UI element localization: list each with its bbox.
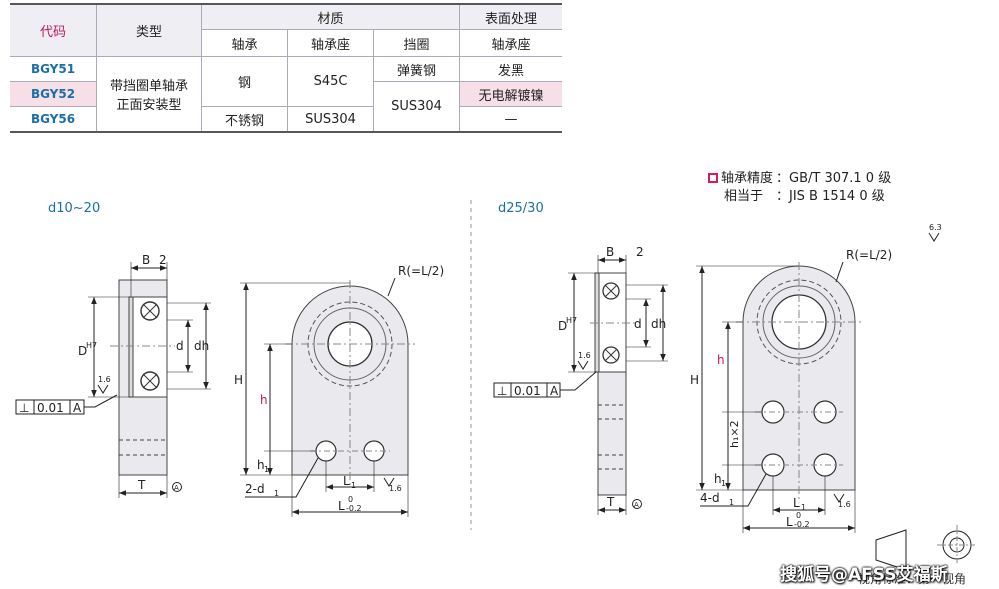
header-material: 材质 (201, 3, 460, 30)
right-dim-H: H (690, 373, 699, 387)
header-seat: 轴承座 (287, 29, 374, 57)
left-dim-H: H (234, 373, 243, 387)
right-dim-B: B (606, 245, 614, 259)
left-dim-L1: L (343, 474, 350, 488)
left-perp-datum: A (73, 401, 82, 415)
right-dim-L1: L (793, 496, 800, 510)
right-dim-h: h (717, 353, 725, 367)
right-dim-dh: dh (651, 317, 666, 331)
code-bgy52: BGY52 (10, 81, 97, 107)
right-datum-A: A (634, 501, 639, 509)
left-dim-h1: h (257, 458, 265, 472)
right-dim-2: 2 (636, 245, 644, 259)
right-dim-R: R(=L/2) (846, 248, 892, 262)
right-perp-datum: A (550, 384, 559, 398)
left-front-view (285, 280, 415, 485)
bearing-accuracy-note: 轴承精度：GB/T 307.1 0 级 相当于 ：JIS B 1514 0 级 (708, 170, 891, 206)
left-dim-d: d (176, 339, 184, 353)
left-dim-D: D (78, 344, 87, 358)
header-code: 代码 (10, 3, 97, 57)
right-dim-h1x2: h₁×2 (728, 420, 741, 448)
left-dim-L: L (338, 499, 345, 513)
right-dim-L-sup: 0 (796, 511, 801, 520)
right-dim-T: T (606, 495, 615, 509)
left-dim-h1-sub: 1 (264, 465, 269, 474)
bearing-steel: 钢 (201, 56, 288, 107)
left-dim-2: 2 (159, 253, 167, 267)
right-side-view (590, 272, 635, 496)
right-rough-16: 1.6 (578, 351, 591, 360)
right-dim-H7: H7 (566, 316, 577, 325)
spec-table: 代码 类型 材质 表面处理 轴承 轴承座 挡圈 轴承座 BGY51 带挡圈单轴承… (10, 3, 562, 133)
left-dim-L-sub: -0.2 (346, 504, 362, 513)
bearing-stainless: 不锈钢 (201, 106, 288, 133)
left-rough-16: 1.6 (98, 375, 111, 384)
accuracy-label: 轴承精度 (721, 171, 774, 186)
left-side-view (110, 279, 175, 476)
right-dim-h1-sub: 1 (721, 479, 726, 488)
seat-sus304: SUS304 (287, 106, 374, 133)
left-datum-A: A (174, 484, 179, 492)
left-dim-H7: H7 (86, 341, 97, 350)
header-surface: 表面处理 (459, 3, 562, 30)
header-type: 类型 (96, 3, 202, 57)
ring-spring: 弹簧钢 (373, 56, 460, 82)
equivalent-label: 相当于 (724, 189, 764, 204)
left-dim-B: B (142, 253, 150, 267)
header-surface-seat: 轴承座 (459, 29, 562, 57)
code-bgy56: BGY56 (10, 106, 97, 133)
type-line1: 带挡圈单轴承 (109, 79, 188, 94)
right-dim-D: D (558, 319, 567, 333)
right-dim-L-sub: -0.2 (794, 520, 810, 529)
projection-symbol (875, 525, 977, 571)
code-bgy51: BGY51 (10, 56, 97, 82)
left-dim-h: h (260, 393, 268, 407)
right-front-view (736, 262, 862, 500)
right-front-rough: 1.6 (838, 500, 851, 509)
top-rough: 6.3 (929, 223, 942, 232)
left-dim-dh: dh (194, 339, 209, 353)
left-dim-L1-sub: 1 (351, 481, 356, 490)
equivalent-value: ：JIS B 1514 0 级 (776, 189, 885, 204)
right-perp-symbol: ⊥ (497, 384, 507, 398)
right-perp-tol: 0.01 (514, 384, 541, 398)
left-holes-label: 2-d (245, 482, 265, 496)
left-perp-tol: 0.01 (37, 401, 64, 415)
pink-square-icon (708, 173, 718, 183)
surface-nickel: 无电解镀镍 (459, 81, 562, 107)
header-ring: 挡圈 (373, 29, 460, 57)
left-dim-R: R(=L/2) (398, 264, 444, 278)
left-title: d10~20 (48, 201, 100, 216)
right-holes-label: 4-d (700, 491, 720, 505)
header-bearing: 轴承 (201, 29, 288, 57)
accuracy-value: ：GB/T 307.1 0 级 (776, 171, 892, 186)
watermark: 搜狐号@AFSS艾福斯 (780, 565, 948, 585)
ring-sus304: SUS304 (373, 81, 460, 133)
left-dim-L-sup: 0 (348, 495, 353, 504)
type-line2: 正面安装型 (116, 98, 182, 113)
left-dim-T: T (137, 478, 146, 492)
left-holes-sub: 1 (274, 489, 279, 498)
right-dim-h1: h (714, 472, 722, 486)
right-title: d25/30 (498, 201, 544, 216)
right-dim-L1-sub: 1 (801, 503, 806, 512)
right-dim-L: L (786, 515, 793, 529)
projection-label: 视角标准：第一视角 (858, 571, 966, 586)
left-front-rough: 1.6 (389, 484, 402, 493)
surface-none: — (459, 106, 562, 133)
left-perp-symbol: ⊥ (19, 401, 29, 415)
right-dim-d: d (634, 317, 642, 331)
right-holes-sub: 1 (729, 498, 734, 507)
